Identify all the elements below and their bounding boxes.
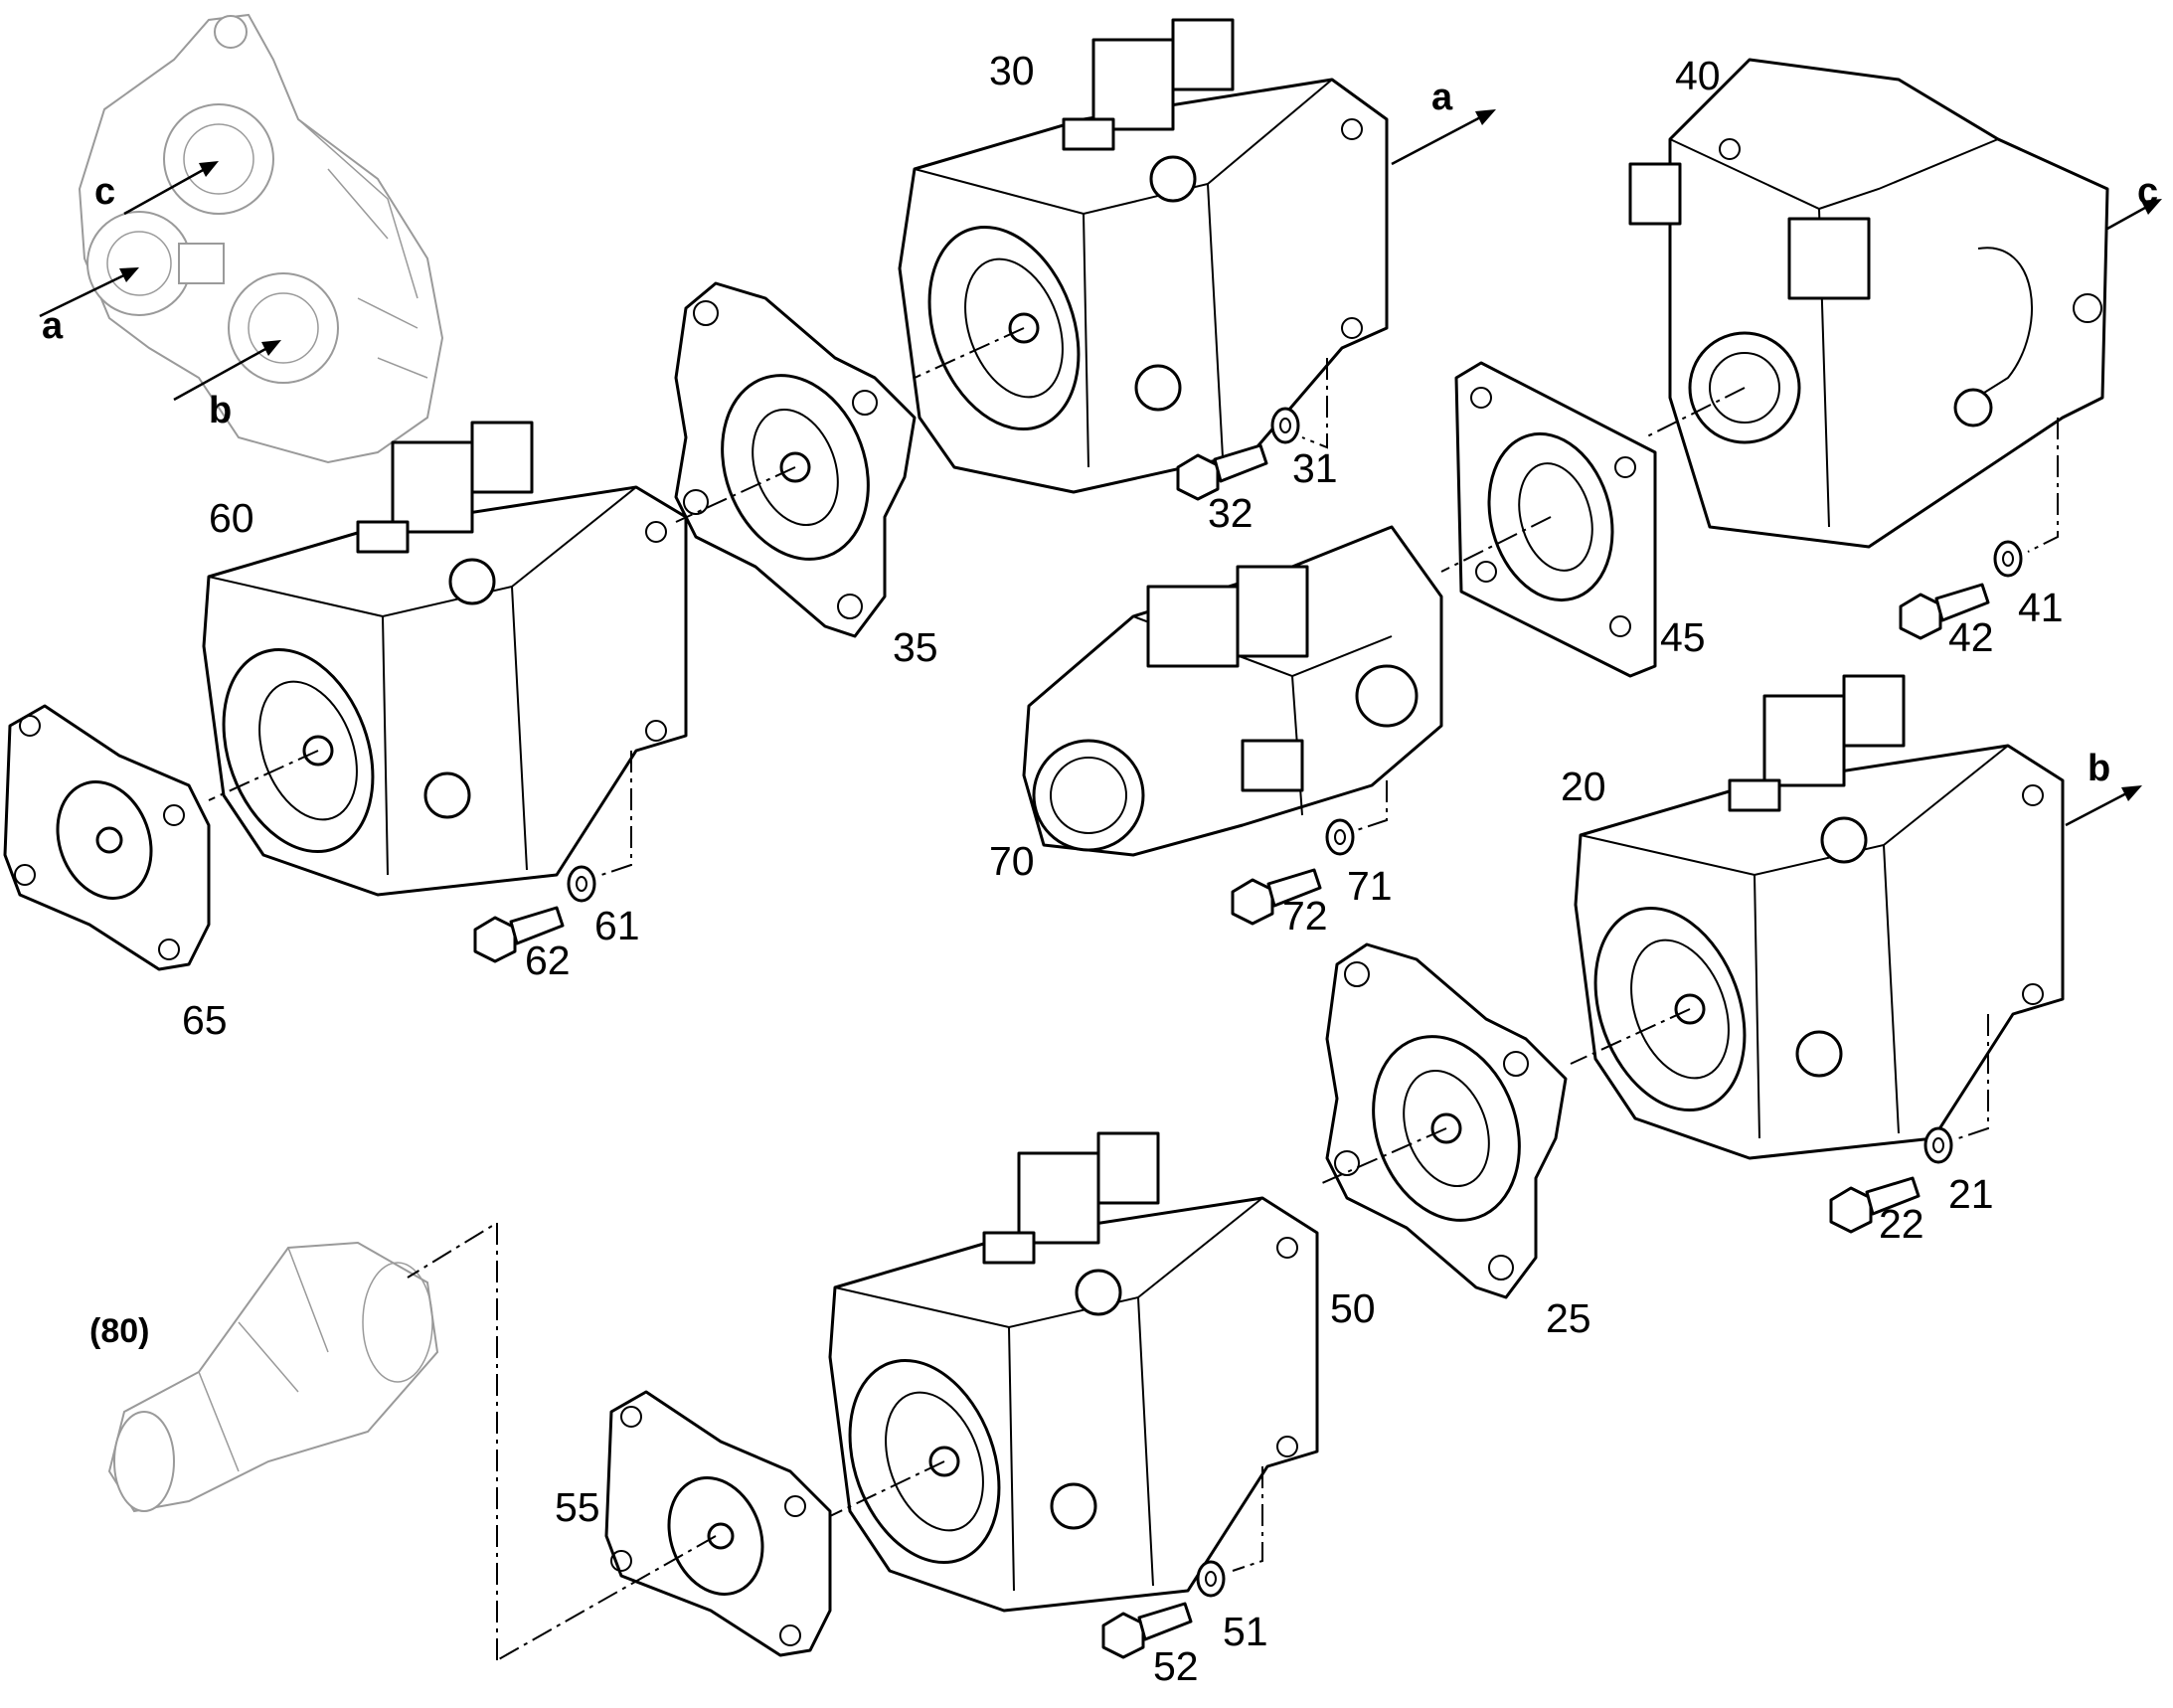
cover-plate-55 — [604, 1390, 832, 1657]
label-25: 25 — [1546, 1295, 1591, 1341]
output-label-b: b — [2088, 748, 2110, 789]
label-72: 72 — [1282, 893, 1328, 939]
reference-label-b: b — [209, 390, 232, 431]
label-71: 71 — [1347, 863, 1393, 909]
label-30: 30 — [989, 48, 1035, 93]
label-52: 52 — [1153, 1643, 1199, 1689]
bolt-32 — [1176, 443, 1268, 501]
pump-40 — [1628, 58, 2109, 549]
label-45: 45 — [1660, 614, 1706, 660]
label-42: 42 — [1948, 614, 1994, 660]
reference-label-a: a — [42, 305, 64, 347]
label-65: 65 — [182, 997, 228, 1043]
bolt-52 — [1101, 1602, 1193, 1659]
label-40: 40 — [1675, 53, 1721, 98]
adapter-plate-45 — [1454, 361, 1657, 678]
reference-label-c: c — [94, 171, 115, 213]
washer-41 — [1993, 540, 2023, 578]
washer-31 — [1270, 407, 1300, 444]
output-arrow-a — [1391, 109, 1496, 166]
reference-arrow-c — [123, 161, 219, 216]
label-80: (80) — [89, 1312, 149, 1350]
washer-71 — [1325, 818, 1355, 856]
pump-20 — [1574, 674, 2065, 1160]
bolt-22 — [1829, 1176, 1921, 1234]
label-60: 60 — [209, 495, 254, 541]
reference-arrow-b — [173, 340, 281, 402]
output-arrow-b — [2065, 785, 2142, 827]
label-31: 31 — [1292, 445, 1338, 491]
flange-25 — [1325, 942, 1568, 1299]
washer-61 — [567, 865, 596, 903]
label-32: 32 — [1208, 490, 1254, 536]
label-35: 35 — [893, 624, 938, 670]
label-21: 21 — [1948, 1171, 1994, 1217]
label-70: 70 — [989, 838, 1035, 884]
bolt-72 — [1231, 868, 1322, 926]
bolt-42 — [1899, 583, 1990, 640]
output-label-a: a — [1431, 77, 1453, 118]
label-55: 55 — [555, 1484, 600, 1530]
label-50: 50 — [1330, 1285, 1376, 1331]
reference-arrow-a — [39, 267, 139, 318]
cover-plate-65 — [3, 704, 211, 971]
reference-gearbox-view — [78, 13, 444, 464]
pump-70 — [1022, 525, 1443, 857]
label-22: 22 — [1879, 1201, 1924, 1247]
pump-60 — [202, 421, 688, 897]
label-61: 61 — [594, 903, 640, 948]
optional-pump-80 — [107, 1241, 439, 1513]
label-20: 20 — [1561, 764, 1606, 809]
bolt-62 — [473, 906, 565, 963]
output-label-c: c — [2137, 171, 2158, 213]
washer-21 — [1923, 1126, 1953, 1164]
pump-50 — [828, 1131, 1319, 1613]
washer-51 — [1196, 1560, 1226, 1598]
flange-35 — [674, 281, 917, 638]
pump-30 — [898, 18, 1389, 494]
output-arrow-c — [2106, 199, 2162, 231]
label-41: 41 — [2018, 585, 2064, 630]
label-51: 51 — [1223, 1609, 1268, 1654]
assembly-lines — [208, 327, 2059, 1661]
label-62: 62 — [525, 938, 571, 983]
